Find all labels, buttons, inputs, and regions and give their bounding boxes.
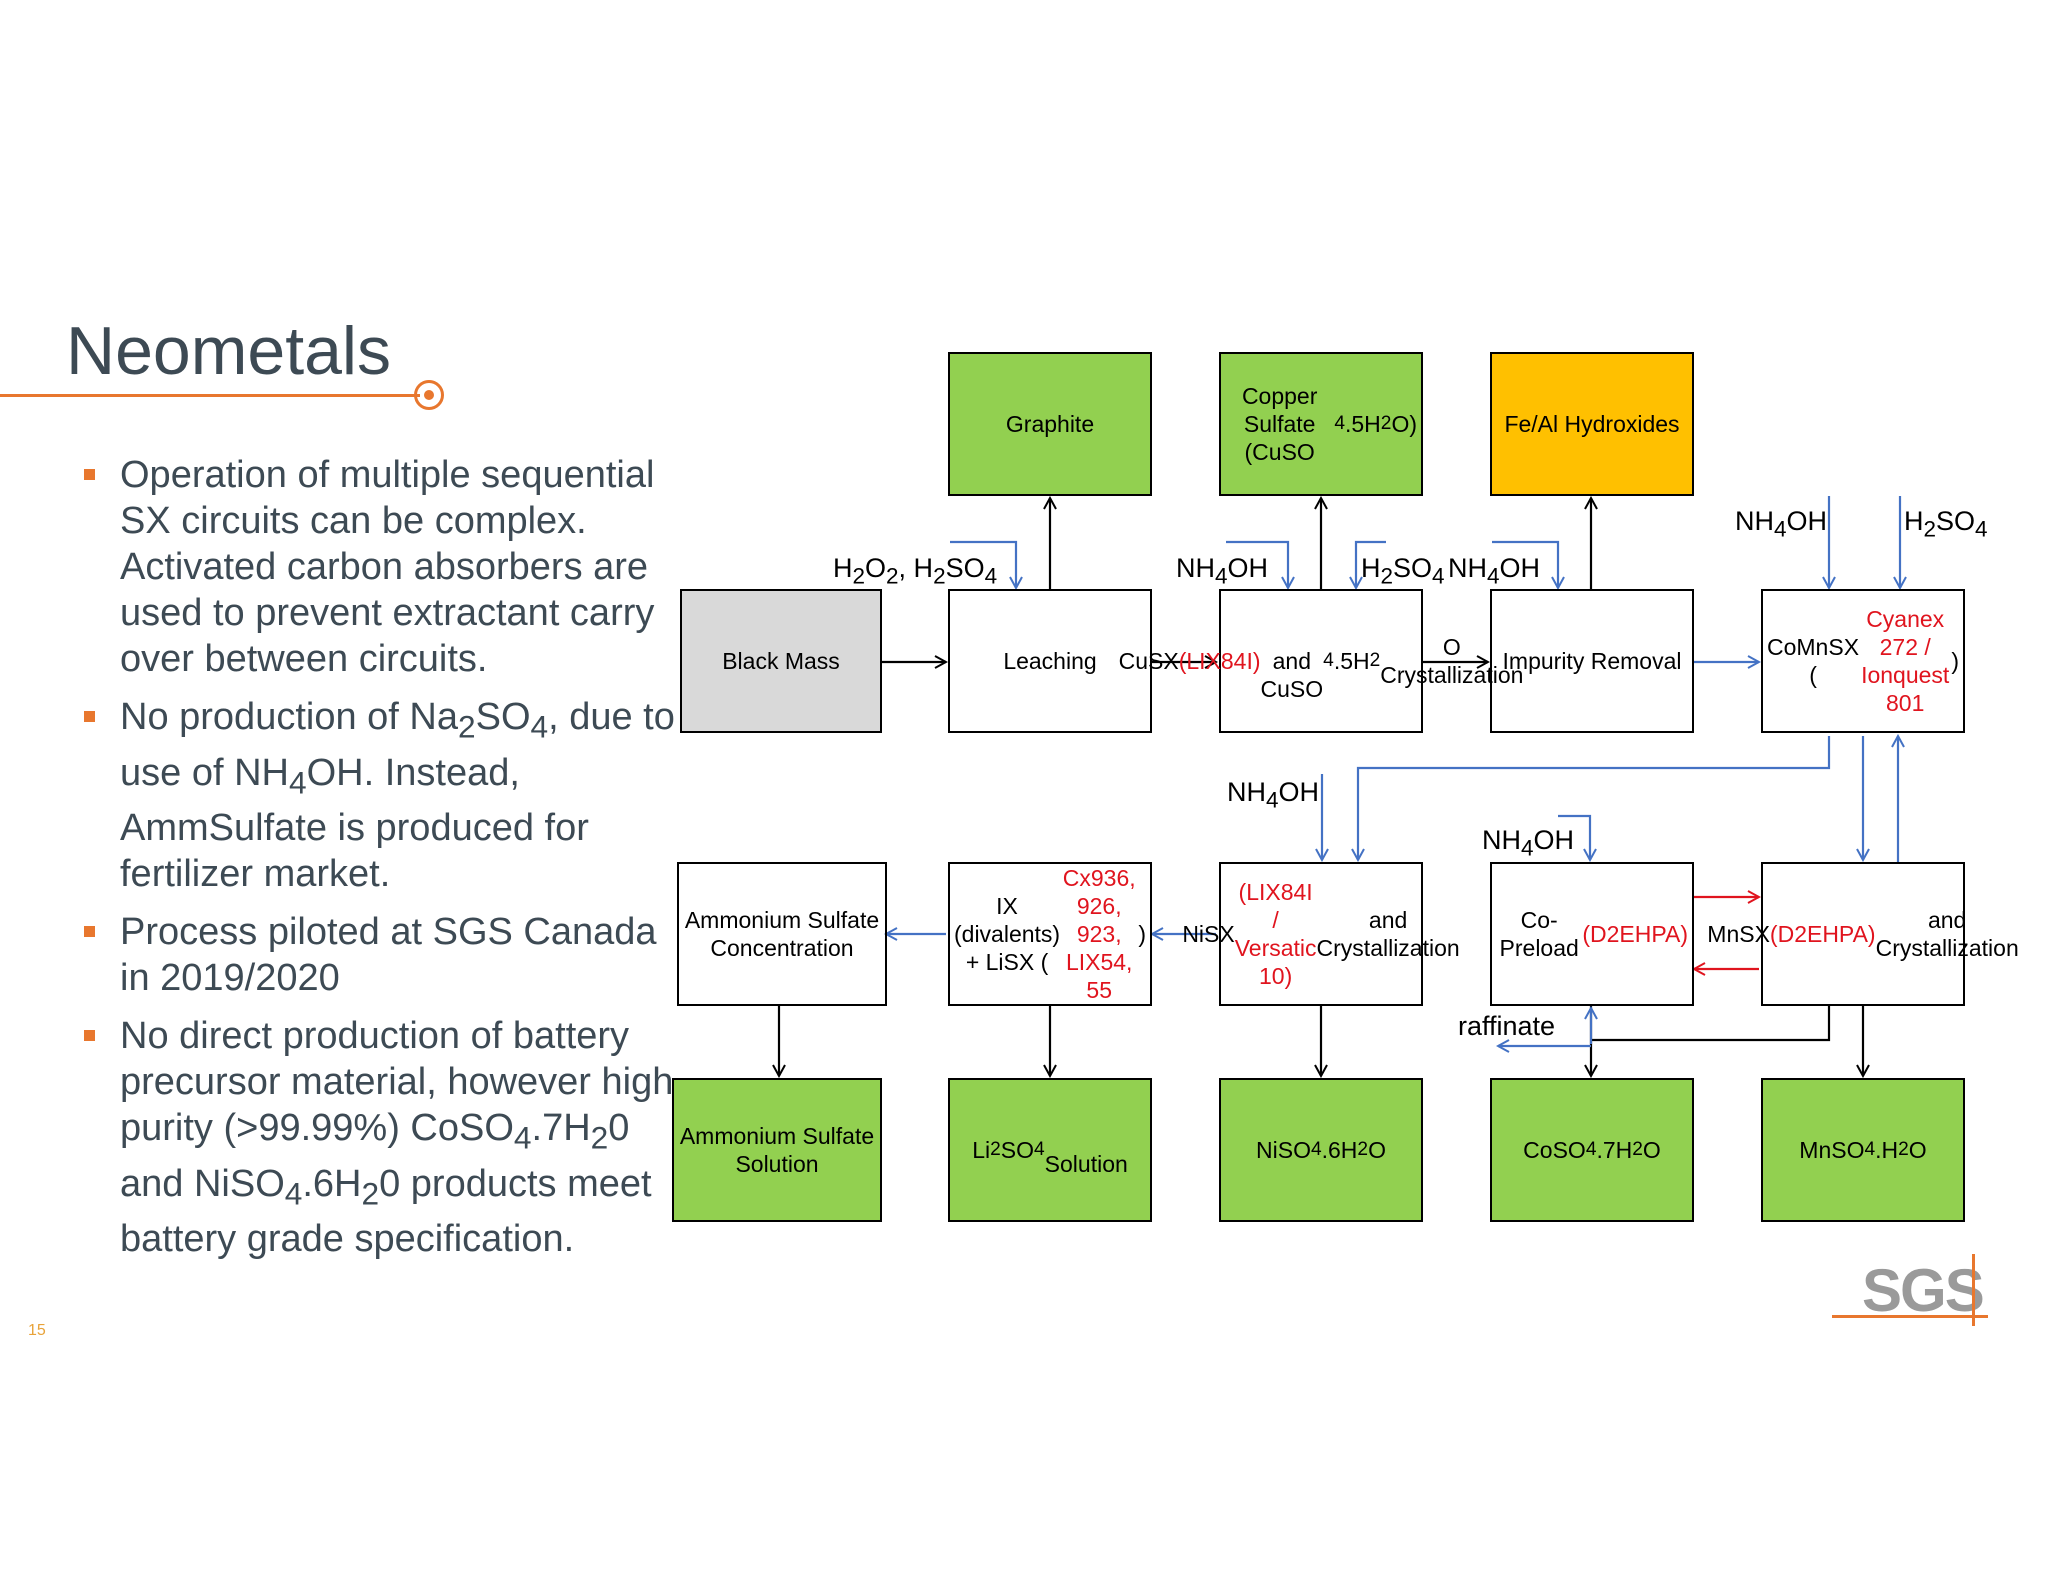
bullet-square-icon bbox=[84, 926, 95, 938]
label-h2so4-cusx: H2SO4 bbox=[1361, 553, 1445, 589]
page-title: Neometals bbox=[66, 313, 392, 389]
arrow-reagent-leaching bbox=[950, 540, 1016, 588]
graphite-box: Graphite bbox=[948, 352, 1152, 496]
ammonium-sulfate-solution-box: Ammonium Sulfate Solution bbox=[672, 1078, 882, 1222]
arrow-reagent-cusx-2 bbox=[1356, 540, 1386, 588]
bullet-item: Process piloted at SGS Canada in 2019/20… bbox=[78, 909, 678, 1001]
bullet-item: No production of Na2SO4, due to use of N… bbox=[78, 694, 678, 897]
bullet-text: Operation of multiple sequential SX circ… bbox=[120, 454, 655, 680]
page-number: 15 bbox=[28, 1322, 46, 1339]
leaching-box: Leaching bbox=[948, 589, 1152, 733]
arrow-reagent-copreload bbox=[1558, 814, 1590, 860]
bullet-square-icon bbox=[84, 1030, 95, 1042]
logo-crosshair-horizontal bbox=[1832, 1315, 1988, 1318]
title-underline bbox=[0, 394, 420, 397]
impurity-removal-box: Impurity Removal bbox=[1490, 589, 1694, 733]
nisx-box: NiSX(LIX84I / Versatic 10) and Crystalli… bbox=[1182, 862, 1460, 1006]
sgs-logo: SGS bbox=[1862, 1257, 1985, 1324]
bullet-text: No direct production of battery precurso… bbox=[120, 1015, 674, 1261]
bullet-text: Process piloted at SGS Canada in 2019/20… bbox=[120, 911, 657, 1000]
bullet-square-icon bbox=[84, 711, 95, 722]
mnsx-box: MnSX(D2EHPA) and Crystallization bbox=[1707, 862, 2019, 1006]
label-h2o2-h2so4: H2O2, H2SO4 bbox=[833, 553, 998, 589]
fe-al-hydroxides-box: Fe/Al Hydroxides bbox=[1490, 352, 1694, 496]
comnsx-box: CoMnSX(Cyanex 272 / Ionquest 801) bbox=[1761, 589, 1965, 733]
arrow-reagent-cusx-1 bbox=[1226, 540, 1288, 588]
logo-crosshair-vertical bbox=[1972, 1254, 1975, 1326]
line-mnsx-recycle bbox=[1591, 1006, 1831, 1042]
arrow-reagent-impurity bbox=[1492, 540, 1558, 588]
bullet-item: No direct production of battery precurso… bbox=[78, 1013, 678, 1262]
arrow-comnsx-nisx bbox=[1358, 736, 1831, 860]
label-nh4oh-comnsx: NH4OH bbox=[1735, 506, 1828, 542]
label-nh4oh-copreload: NH4OH bbox=[1482, 825, 1575, 861]
label-nh4oh-impurity: NH4OH bbox=[1448, 553, 1541, 589]
ix-lisx-box: IX (divalents) + LiSX (Cx936, 926, 923, … bbox=[948, 862, 1152, 1006]
label-nh4oh-nisx: NH4OH bbox=[1227, 777, 1320, 813]
ammonium-concentration-box: Ammonium Sulfate Concentration bbox=[677, 862, 887, 1006]
bullet-text: No production of Na2SO4, due to use of N… bbox=[120, 696, 675, 896]
bullet-item: Operation of multiple sequential SX circ… bbox=[78, 452, 678, 682]
bullet-list: Operation of multiple sequential SX circ… bbox=[78, 452, 678, 1274]
co-preload-box: Co-Preload(D2EHPA) bbox=[1490, 862, 1694, 1006]
bullet-square-icon bbox=[84, 469, 95, 480]
label-h2so4-comnsx: H2SO4 bbox=[1904, 506, 1988, 542]
label-nh4oh-cusx: NH4OH bbox=[1176, 553, 1269, 589]
label-raffinate: raffinate bbox=[1458, 1011, 1556, 1041]
black-mass-box: Black Mass bbox=[680, 589, 882, 733]
target-icon bbox=[414, 380, 444, 410]
